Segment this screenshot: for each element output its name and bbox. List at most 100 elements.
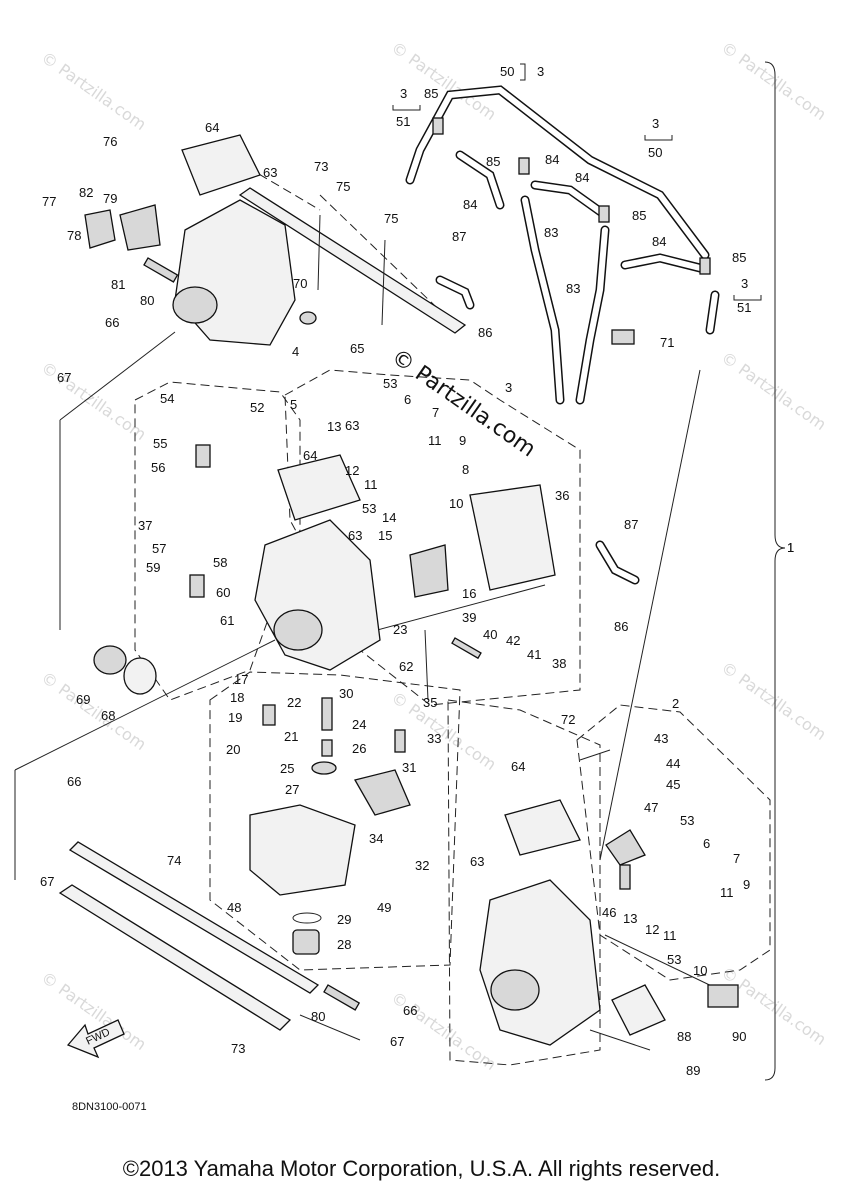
callout-24: 24: [352, 717, 366, 732]
bracket-group-a: 3 51: [392, 86, 421, 129]
callout-73: 73: [231, 1041, 245, 1056]
lever-part-47: [605, 829, 646, 866]
callout-34: 34: [369, 831, 383, 846]
callout-42: 42: [506, 633, 520, 648]
callout-75: 75: [336, 179, 350, 194]
callout-64: 64: [511, 759, 525, 774]
callout-11: 11: [720, 885, 734, 900]
carburetor-bottom: [479, 799, 739, 1046]
callout-78: 78: [67, 228, 81, 243]
callout-61: 61: [220, 613, 234, 628]
spring-part-69: [93, 645, 127, 675]
roller-part-68: [123, 657, 157, 695]
callout-66: 66: [403, 1003, 417, 1018]
callout-84: 84: [545, 152, 559, 167]
leader-line: [14, 639, 276, 771]
callout-87: 87: [624, 517, 638, 532]
callout-13: 13: [327, 419, 341, 434]
top-cover-part-64: [277, 454, 361, 521]
hose-part-50-inner: [407, 86, 708, 258]
watermark: © Partzilla.com: [718, 38, 830, 124]
callout-25: 25: [280, 761, 294, 776]
carburetor-body-lower: [479, 879, 601, 1046]
watermark: © Partzilla.com: [718, 658, 830, 744]
rod-part-75: [317, 214, 321, 291]
callout-10: 10: [693, 963, 707, 978]
clamp-part-71: [611, 329, 635, 345]
carb-bore-upper: [172, 286, 218, 324]
float-bowl-part-34: [249, 804, 356, 896]
callout-54: 54: [160, 391, 174, 406]
callout-67: 67: [57, 370, 71, 385]
callout-7: 7: [733, 851, 740, 866]
screw-part-80: [323, 984, 361, 1011]
callout-63: 63: [345, 418, 359, 433]
callout-69: 69: [76, 692, 90, 707]
t-joint-part-85: [699, 257, 711, 275]
rod-part-75: [381, 239, 386, 326]
callout-37: 37: [138, 518, 152, 533]
spring-part-33: [394, 729, 406, 753]
callout-73: 73: [314, 159, 328, 174]
callout-31: 31: [402, 760, 416, 775]
bracket-group-c: 3 50: [644, 116, 673, 160]
callout-62: 62: [399, 659, 413, 674]
callout-26: 26: [352, 741, 366, 756]
hose-part-83-inner: [522, 197, 563, 403]
plug-part-28: [292, 929, 320, 955]
callout-85: 85: [424, 86, 438, 101]
hose-layer: [405, 85, 720, 585]
callout-59: 59: [146, 560, 160, 575]
callout-56: 56: [151, 460, 165, 475]
callout-22: 22: [287, 695, 301, 710]
callout-81: 81: [111, 277, 125, 292]
callout-84: 84: [463, 197, 477, 212]
callout-45: 45: [666, 777, 680, 792]
callout-30: 30: [339, 686, 353, 701]
callout-66: 66: [67, 774, 81, 789]
callout-53: 53: [383, 376, 397, 391]
callout-66: 66: [105, 315, 119, 330]
hose-part-84-inner: [457, 152, 503, 208]
callout-18: 18: [230, 690, 244, 705]
watermark: © Partzilla.com: [718, 348, 830, 434]
fwd-arrow-icon: [66, 1019, 125, 1059]
callout-79: 79: [103, 191, 117, 206]
callout-2: 2: [672, 696, 679, 711]
leader-line: [589, 1029, 651, 1051]
sensor-part-88: [611, 984, 666, 1036]
carb-bore-middle: [273, 609, 323, 651]
callout-53: 53: [680, 813, 694, 828]
bracket-group-b: 50 3: [500, 63, 544, 81]
watermark: © Partzilla.com: [38, 358, 150, 444]
top-cover-part-63: [181, 134, 261, 196]
callout-11: 11: [364, 477, 378, 492]
leader-line: [59, 331, 176, 421]
bracket-top-label: 3: [741, 276, 748, 291]
callout-84: 84: [575, 170, 589, 185]
callout-28: 28: [337, 937, 351, 952]
top-cover-part-64-lower: [504, 799, 581, 856]
callout-5: 5: [290, 397, 297, 412]
callout-65: 65: [350, 341, 364, 356]
hose-part-86-inner: [597, 542, 638, 583]
cover-part-8: [469, 484, 556, 591]
callout-80: 80: [311, 1009, 325, 1024]
bracket-part-81: [119, 204, 161, 251]
callout-85: 85: [486, 154, 500, 169]
connector-part-90: [707, 984, 739, 1008]
callout-52: 52: [250, 400, 264, 415]
callout-43: 43: [654, 731, 668, 746]
callout-60: 60: [216, 585, 230, 600]
callout-9: 9: [743, 877, 750, 892]
bracket-top-label: 3: [652, 116, 659, 131]
callout-70: 70: [293, 276, 307, 291]
bracket-bottom-label: 50: [648, 145, 662, 160]
callout-23: 23: [393, 622, 407, 637]
leader-line: [599, 369, 701, 861]
callout-74: 74: [167, 853, 181, 868]
callout-16: 16: [462, 586, 476, 601]
callout-14: 14: [382, 510, 396, 525]
hose-part-84-inner: [532, 182, 608, 218]
callout-19: 19: [228, 710, 242, 725]
